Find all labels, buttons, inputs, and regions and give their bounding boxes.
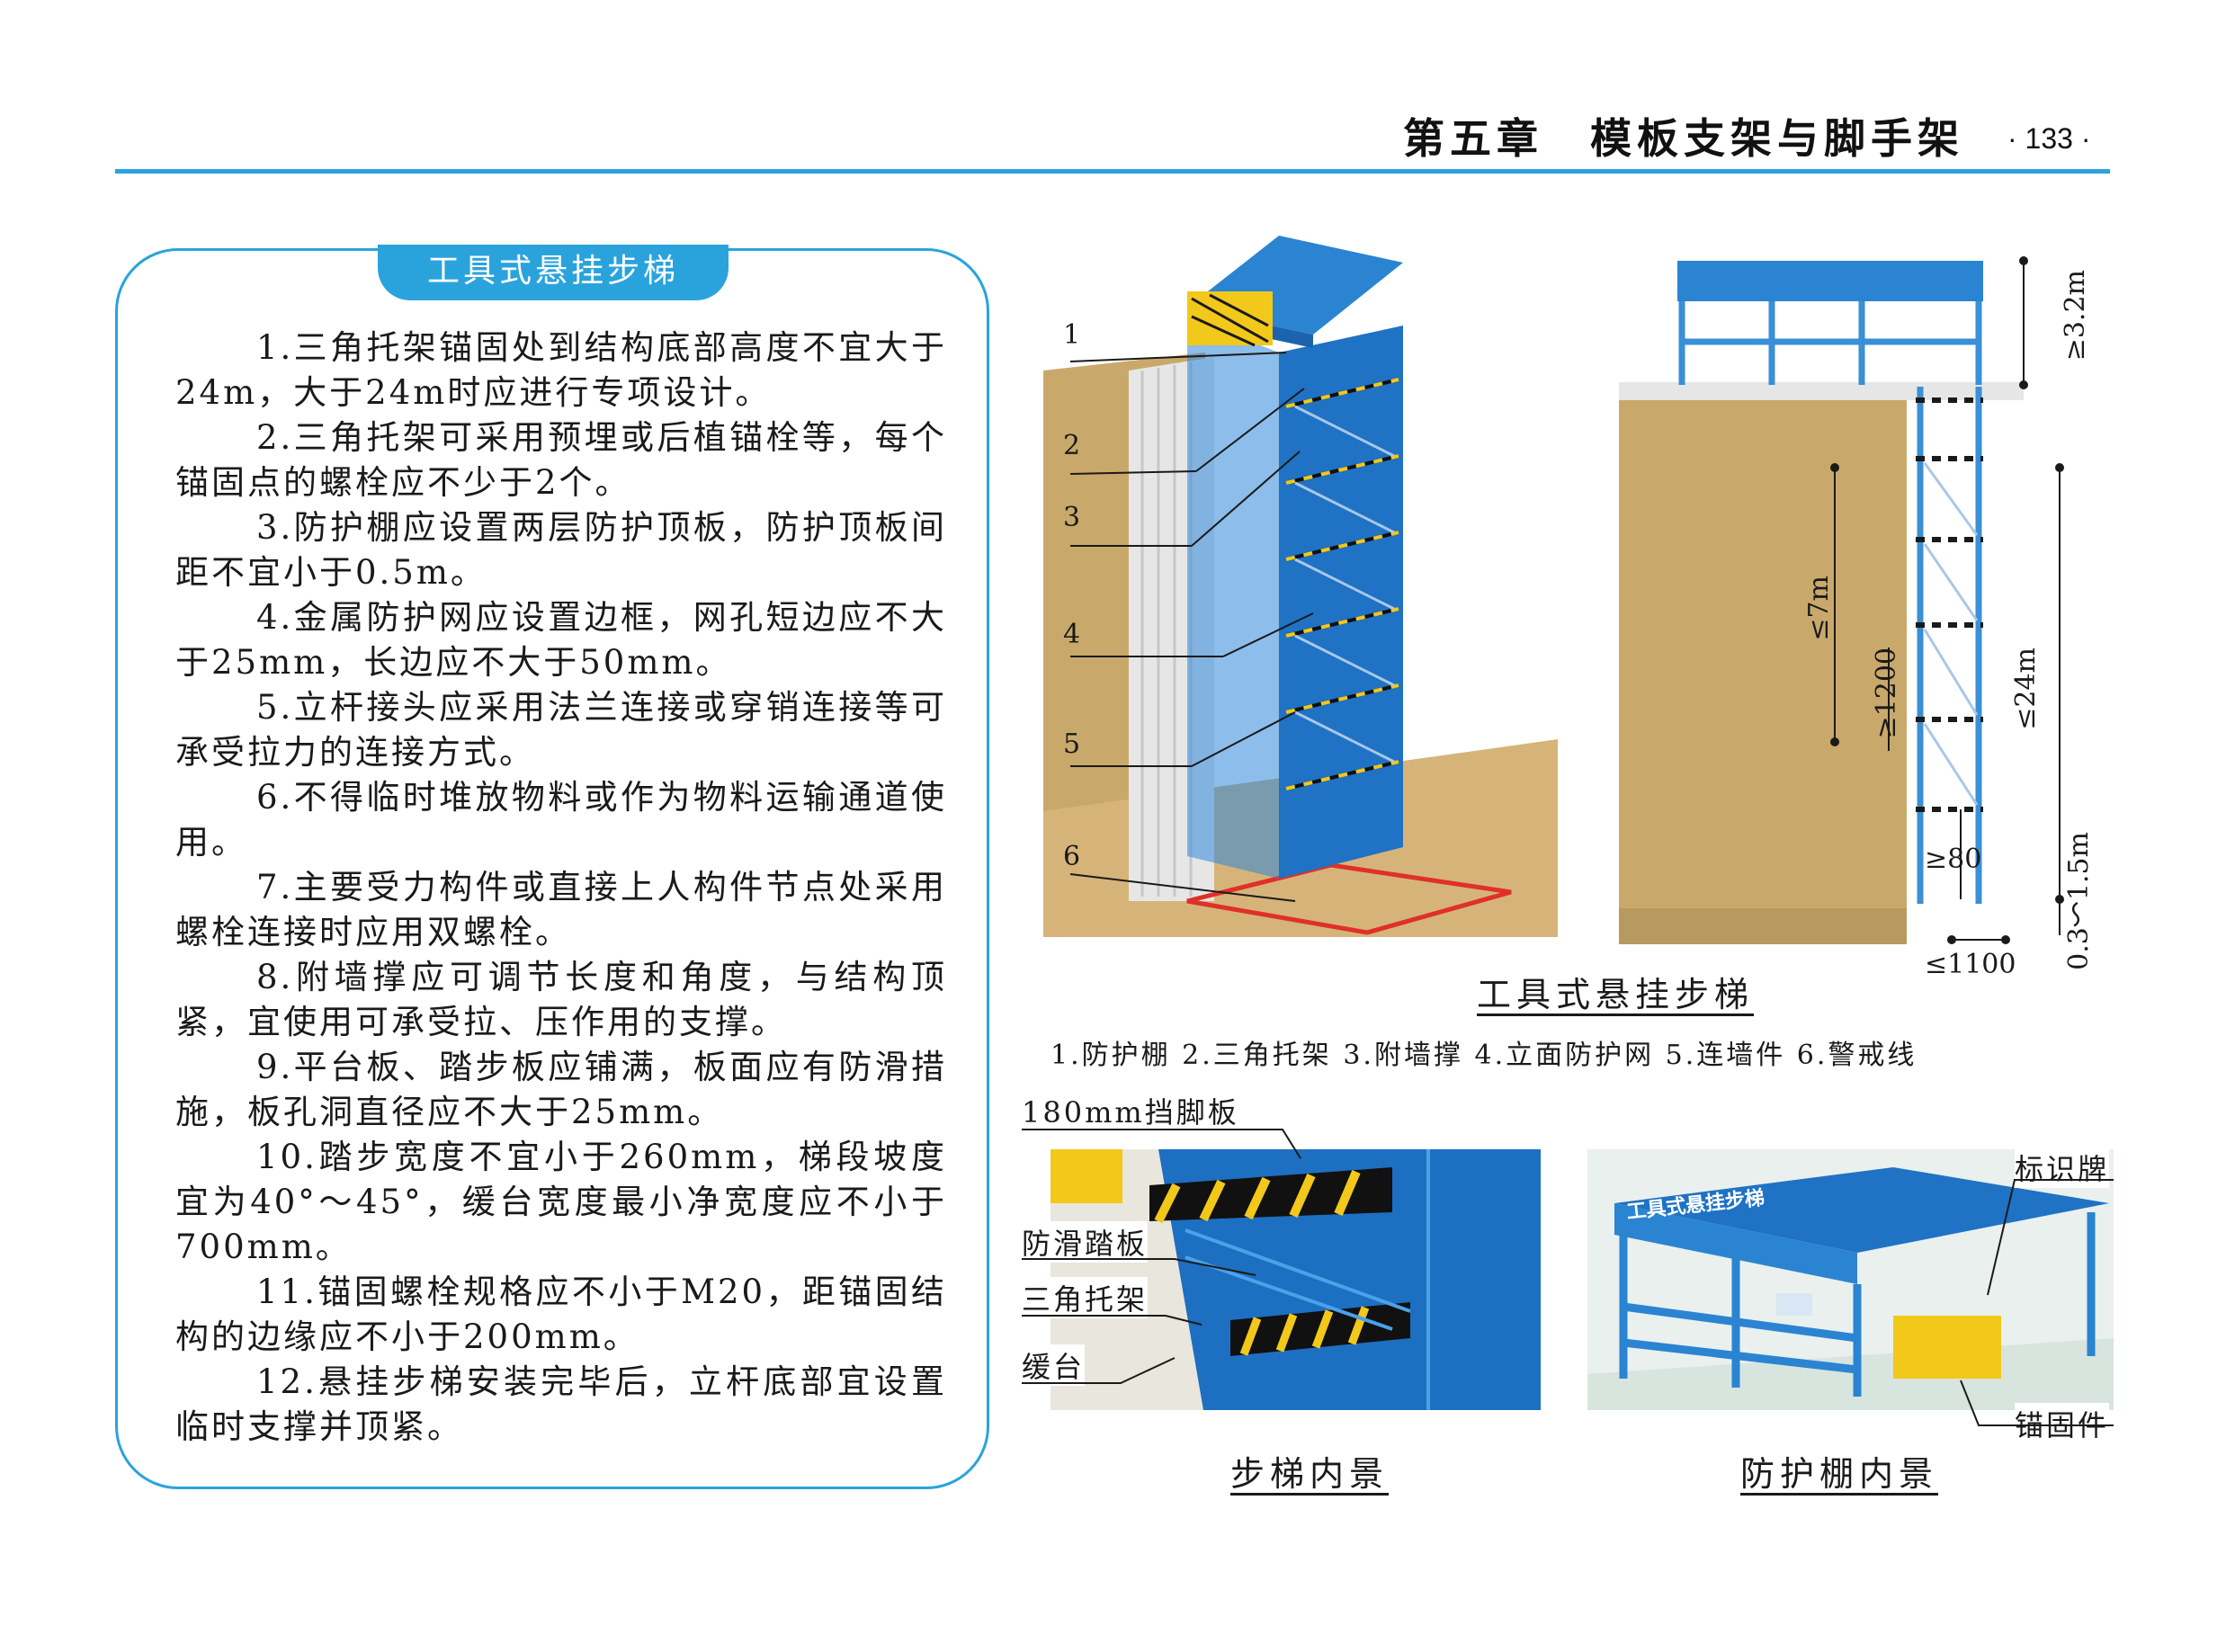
callout-2: 2 (1063, 430, 1081, 461)
main-figure-caption: 工具式悬挂步梯 (1477, 975, 1755, 1014)
stair-label-leaders (1022, 1129, 1301, 1384)
stair-tower-elevation-illustration (1619, 256, 2064, 944)
stair-tower-3d-illustration (1043, 236, 1558, 937)
dim-7m: ≤7m (1803, 576, 1835, 641)
label-toe-board: 180mm挡脚板 (1022, 1090, 1239, 1131)
rule-item: 7.主要受力构件或直接上人构件节点处采用螺栓连接时应用双螺栓。 (175, 868, 947, 951)
rule-item: 8.附墙撑应可调节长度和角度，与结构顶紧，宜使用可承受拉、压作用的支撑。 (175, 958, 947, 1041)
rule-item: 5.立杆接头应采用法兰连接或穿销连接等可承受拉力的连接方式。 (175, 688, 947, 772)
rule-item: 2.三角托架可采用预埋或后植锚栓等，每个锚固点的螺栓应不少于2个。 (175, 418, 947, 502)
label-triangle-bracket: 三角托架 (1022, 1277, 1149, 1318)
callout-3: 3 (1063, 502, 1081, 533)
rule-item: 10.踏步宽度不宜小于260mm，梯段坡度宜为40°～45°，缓台宽度最小净宽度… (175, 1138, 947, 1266)
stair-figure-caption: 步梯内景 (1230, 1454, 1390, 1494)
main-figure-legend: 1.防护棚 2.三角托架 3.附墙撑 4.立面防护网 5.连墙件 6.警戒线 (1050, 1040, 1918, 1071)
shed-figure-caption: 防护棚内景 (1740, 1454, 1939, 1494)
dim-0.3-1.5m: 0.3～1.5m (2063, 832, 2095, 970)
rules-list: 1.三角托架锚固处到结构底部高度不宜大于24m，大于24m时应进行专项设计。 2… (175, 326, 947, 1450)
chapter-title: 第五章 模板支架与脚手架 (1403, 114, 1964, 163)
shed-label-leaders (1960, 1179, 2114, 1426)
rule-item: 9.平台板、踏步板应铺满，板面应有防滑措施，板孔洞直径应不大于25mm。 (175, 1048, 947, 1131)
rule-item: 6.不得临时堆放物料或作为物料运输通道使用。 (175, 778, 947, 862)
rule-item: 4.金属防护网应设置边框，网孔短边应不大于25mm，长边应不大于50mm。 (175, 598, 947, 682)
page-number: · 133 · (2007, 122, 2091, 155)
dim-1200: ≥1200 (1871, 647, 1902, 739)
dim-24m: ≤24m (2010, 647, 2042, 730)
callout-4: 4 (1063, 619, 1081, 650)
rule-item: 12.悬挂步梯安装完毕后，立杆底部宜设置临时支撑并顶紧。 (175, 1362, 947, 1446)
rule-item: 3.防护棚应设置两层防护顶板，防护顶板间距不宜小于0.5m。 (175, 508, 947, 592)
callout-6: 6 (1063, 841, 1081, 872)
rule-item: 11.锚固螺栓规格应不小于M20，距锚固结构的边缘应不小于200mm。 (175, 1272, 947, 1356)
label-antislip-tread: 防滑踏板 (1022, 1221, 1149, 1263)
shed-interior-illustration (1587, 1149, 2114, 1410)
dim-top: ≥3.2m (2060, 270, 2091, 362)
label-anchor: 锚固件 (2015, 1403, 2110, 1444)
rule-item: 1.三角托架锚固处到结构底部高度不宜大于24m，大于24m时应进行专项设计。 (175, 328, 947, 412)
panel-title: 工具式悬挂步梯 (378, 245, 729, 300)
callout-5: 5 (1063, 728, 1081, 760)
callout-1: 1 (1063, 319, 1081, 351)
label-landing: 缓台 (1022, 1344, 1086, 1386)
header-rule (115, 169, 2110, 174)
dim-1100: ≤1100 (1925, 949, 2016, 980)
dim-80: ≥80 (1925, 844, 1982, 875)
